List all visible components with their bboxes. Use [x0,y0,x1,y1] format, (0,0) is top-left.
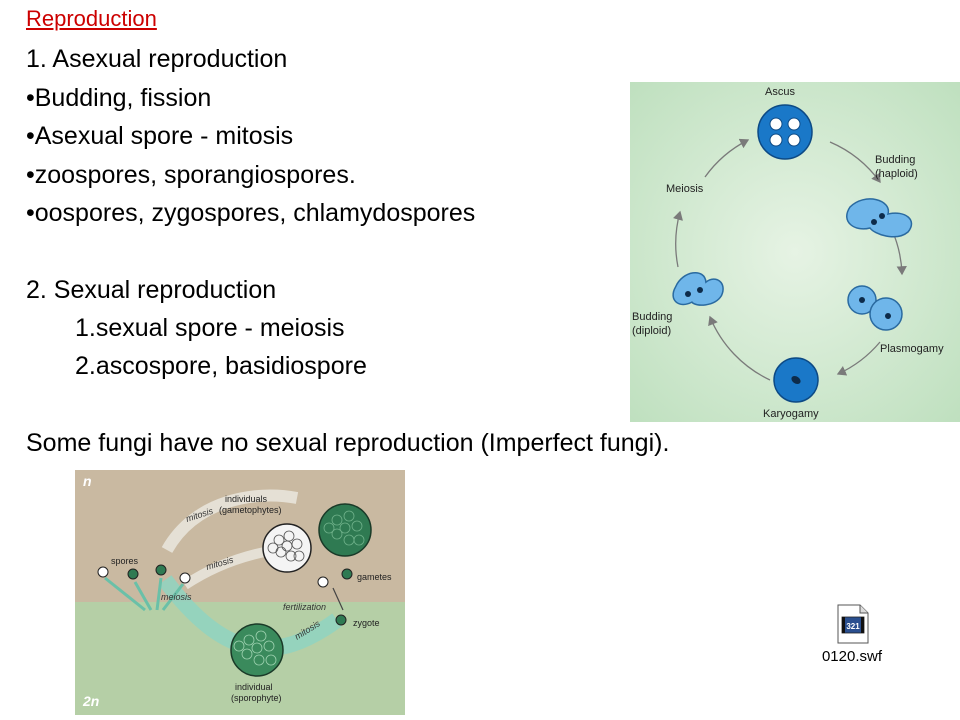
zygote-cell [335,614,347,626]
label-fertilization: fertilization [283,602,326,612]
asexual-heading: 1. Asexual reproduction [26,45,288,73]
spore-3 [155,564,167,576]
spore-4 [179,572,191,584]
label-meiosis: meiosis [161,592,192,602]
label-plasmogamy: Plasmogamy [880,343,944,355]
plasmogamy-cells [847,285,903,331]
label-ascus: Ascus [765,86,795,98]
arrow-karyogamy-to-budding-diploid [708,315,771,381]
label-spores: spores [111,556,139,566]
swf-file[interactable]: 321 0120.swf [812,604,892,668]
label-individual: individual [235,682,273,692]
ascus-cell [757,104,813,160]
yeast-life-cycle-diagram: Ascus Budding (haploid) Meiosis Budding … [630,82,960,422]
bullet-budding-fission: •Budding, fission [26,84,212,112]
label-zygote: zygote [353,618,380,628]
sexual-item-1: 1.sexual spore - meiosis [75,314,345,342]
spore-1 [97,566,109,578]
label-haploid: (haploid) [875,168,918,180]
spore-2 [127,568,139,580]
label-karyogamy: Karyogamy [763,408,819,420]
karyogamy-cell [773,357,819,403]
label-individuals: individuals [225,494,268,504]
sporophyte-cell [230,623,284,677]
label-diploid: (diploid) [632,325,671,337]
gametophyte-white [262,523,312,573]
arrow-plasmogamy-to-karyogamy [836,341,881,376]
swf-file-name: 0120.swf [821,648,883,665]
label-n: n [83,473,92,489]
label-budding-diploid: Budding [632,311,672,323]
svg-text:321: 321 [846,622,860,631]
diploid-budding-cell [672,272,724,306]
spore-arrow-2 [133,581,153,611]
spore-arrow-4 [161,583,185,611]
mitosis-flow-upper [161,489,299,554]
arrow-budding-to-meiosis [672,210,683,268]
bullet-zoospores: •zoospores, sporangiospores. [26,161,356,189]
alternation-of-generations-diagram: n 2n individuals (gametophytes) mitosis … [75,470,405,715]
label-2n: 2n [82,693,99,709]
label-budding-haploid: Budding [875,154,915,166]
gametophyte-green [318,503,372,557]
label-gametes: gametes [357,572,392,582]
label-sporophyte: (sporophyte) [231,693,282,703]
sexual-item-2: 2.ascospore, basidiospore [75,352,367,380]
label-meiosis: Meiosis [666,183,704,195]
swf-file-icon: 321 [837,604,869,644]
sexual-heading: 2. Sexual reproduction [26,276,277,304]
gamete-1 [317,576,329,588]
spore-arrow-3 [155,577,163,611]
arrow-ascus-to-budding [829,141,881,184]
fertilization-arrow [332,587,344,611]
label-gametophytes: (gametophytes) [219,505,282,515]
bullet-oospores: •oospores, zygospores, chlamydospores [26,199,476,227]
haploid-budding-cell [846,198,913,238]
spore-arrow-1 [104,576,146,612]
bullet-asexual-spore: •Asexual spore - mitosis [26,122,294,150]
arrow-meiosis-to-ascus [704,138,750,178]
slide-title: Reproduction [26,6,157,31]
gamete-2 [341,568,353,580]
imperfect-fungi-note: Some fungi have no sexual reproduction (… [26,429,670,457]
